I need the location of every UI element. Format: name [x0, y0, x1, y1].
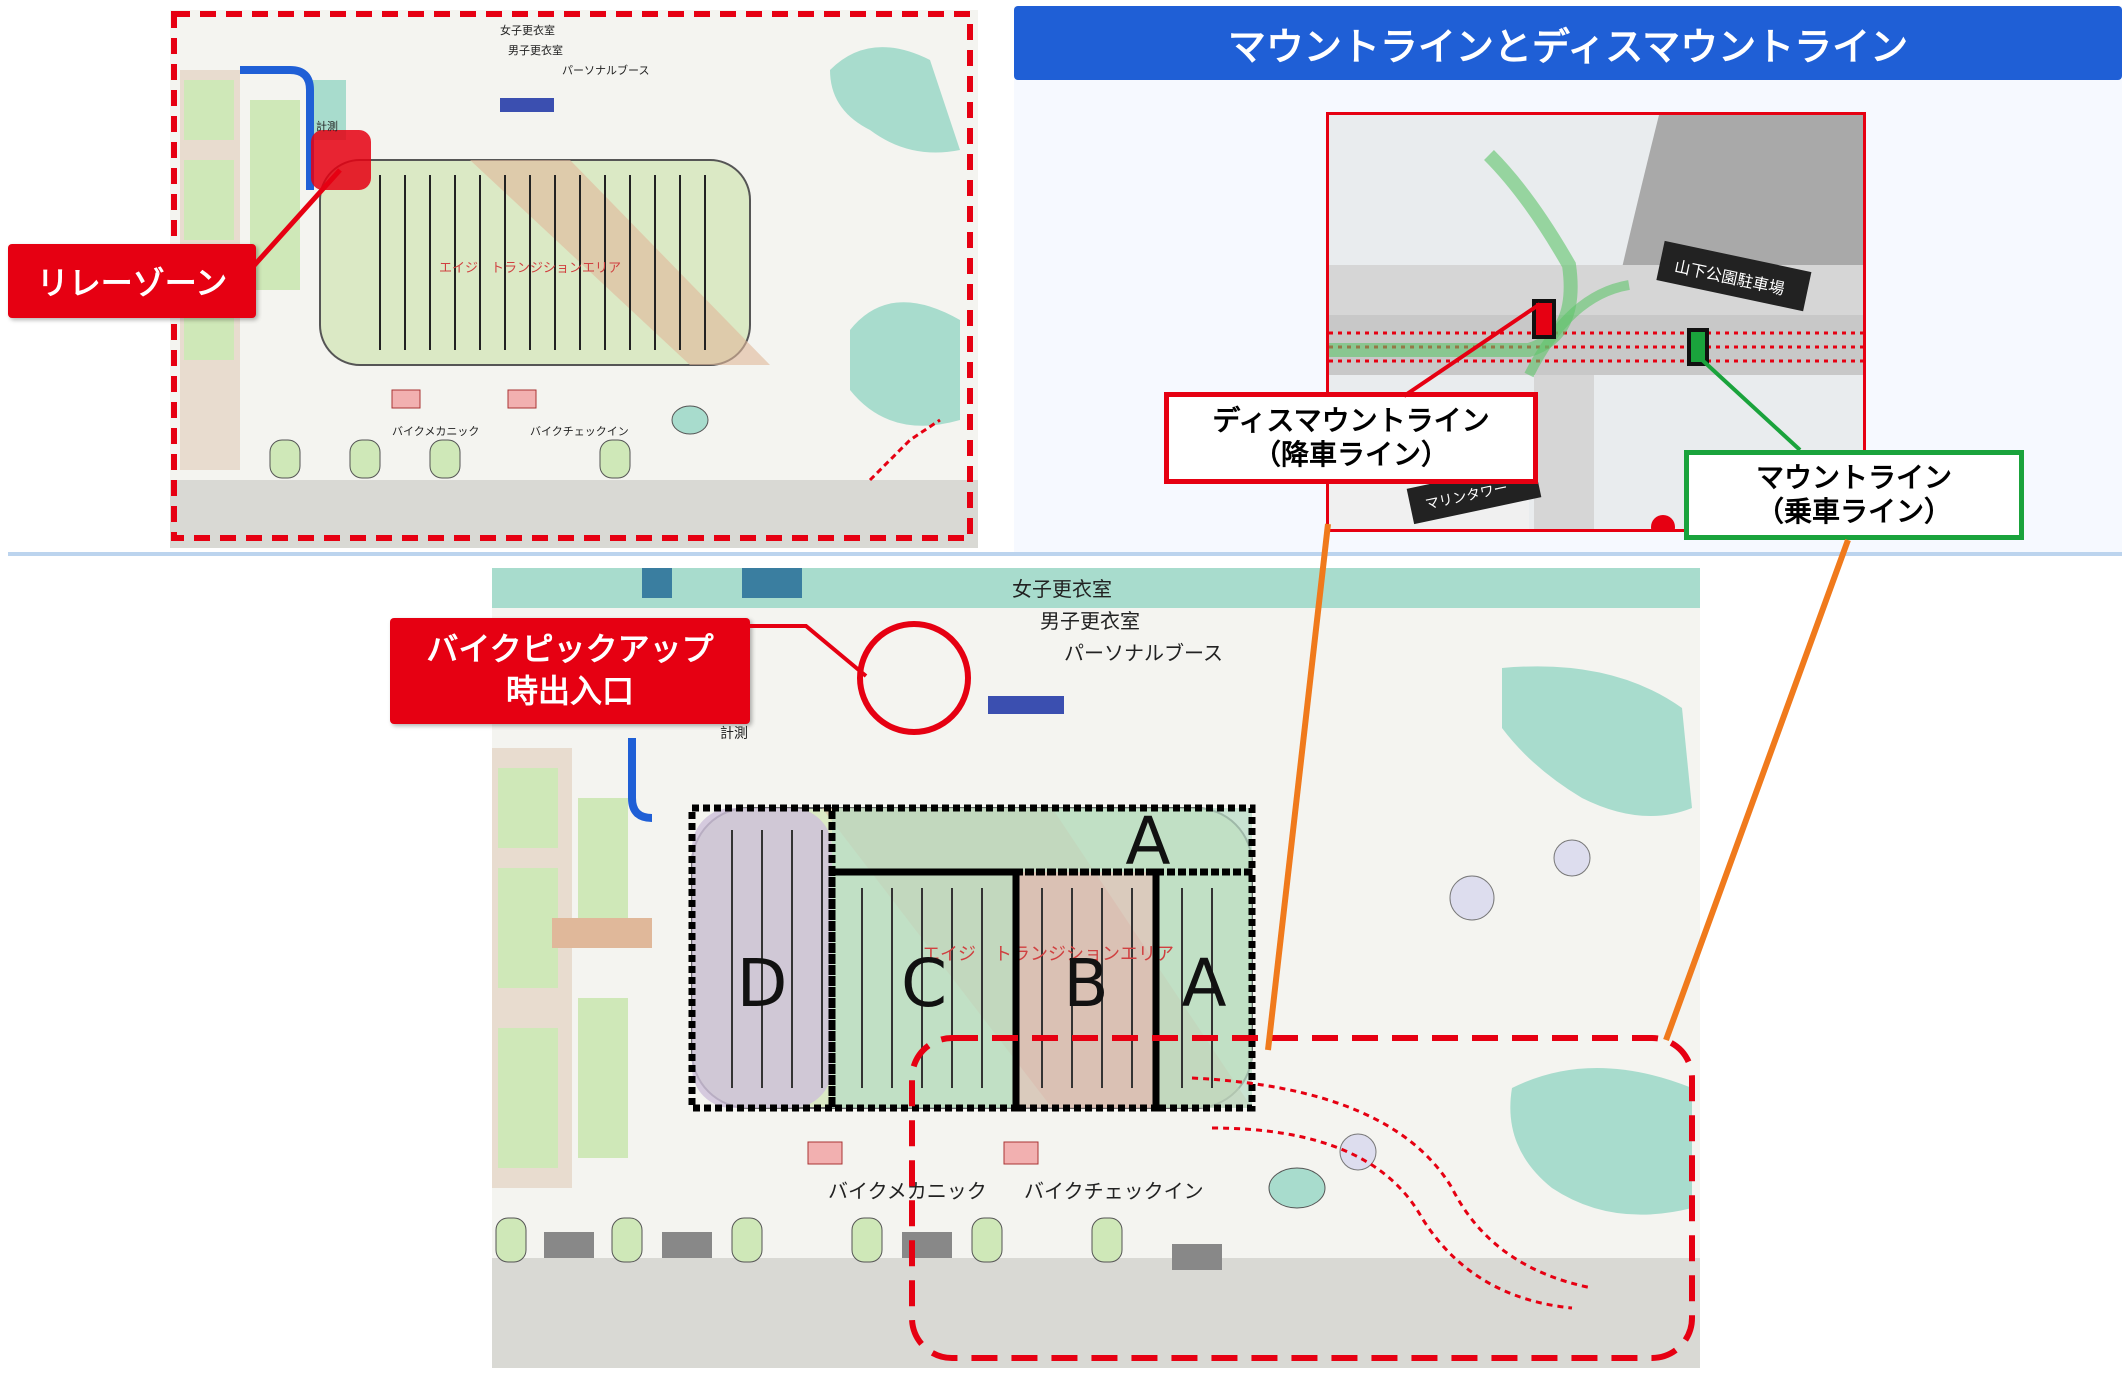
- bike-checkin-label-main: バイクチェックイン: [1024, 1179, 1204, 1203]
- zone-a-top-label: A: [1125, 803, 1170, 880]
- zone-a-label: A: [1181, 945, 1226, 1022]
- bike-checkin-label: バイクチェックイン: [530, 425, 629, 438]
- personal-booth-label-main: パーソナルブース: [1064, 641, 1223, 665]
- womens-changing-label: 女子更衣室: [500, 23, 555, 37]
- bike-mechanic-label: バイクメカニック: [392, 425, 479, 438]
- mens-changing-label: 男子更衣室: [508, 43, 563, 57]
- personal-booth-label: パーソナルブース: [562, 63, 649, 77]
- mount-marker: [1687, 328, 1709, 366]
- page-title: マウントラインとディスマウントライン: [1227, 24, 1909, 69]
- mount-line-header: マウントラインとディスマウントライン: [1014, 6, 2122, 80]
- womens-changing-label-main: 女子更衣室: [1012, 577, 1112, 601]
- section-divider: [8, 552, 2122, 556]
- dismount-line-callout: ディスマウントライン （降車ライン）: [1164, 392, 1538, 484]
- transition-area-label: エイジ トランジションエリア: [439, 261, 621, 276]
- timing-label-main: 計測: [720, 726, 748, 742]
- relay-zone-callout: リレーゾーン: [8, 244, 256, 318]
- dismount-pointer: [1402, 302, 1542, 398]
- bike-mechanic-label-main: バイクメカニック: [828, 1179, 987, 1203]
- mount-line-callout: マウントライン （乗車ライン）: [1684, 450, 2024, 540]
- transition-area-map: 女子更衣室 男子更衣室 パーソナルブース 計測 エイジ トランジションエリア: [492, 568, 1700, 1368]
- zone-d-label: D: [737, 945, 788, 1022]
- timing-label: 計測: [316, 119, 338, 133]
- zone-c-label: C: [901, 945, 947, 1022]
- bike-pickup-callout: バイクピックアップ 時出入口: [390, 618, 750, 724]
- relay-zone-pointer: [248, 168, 342, 272]
- bike-pickup-pointer: [748, 624, 868, 678]
- transition-area-label-main: エイジ トランジションエリア: [922, 944, 1174, 965]
- zone-b-label: B: [1063, 945, 1108, 1022]
- mount-pointer: [1698, 356, 1802, 452]
- mens-changing-label-main: 男子更衣室: [1040, 609, 1140, 633]
- dismount-marker: [1532, 299, 1556, 339]
